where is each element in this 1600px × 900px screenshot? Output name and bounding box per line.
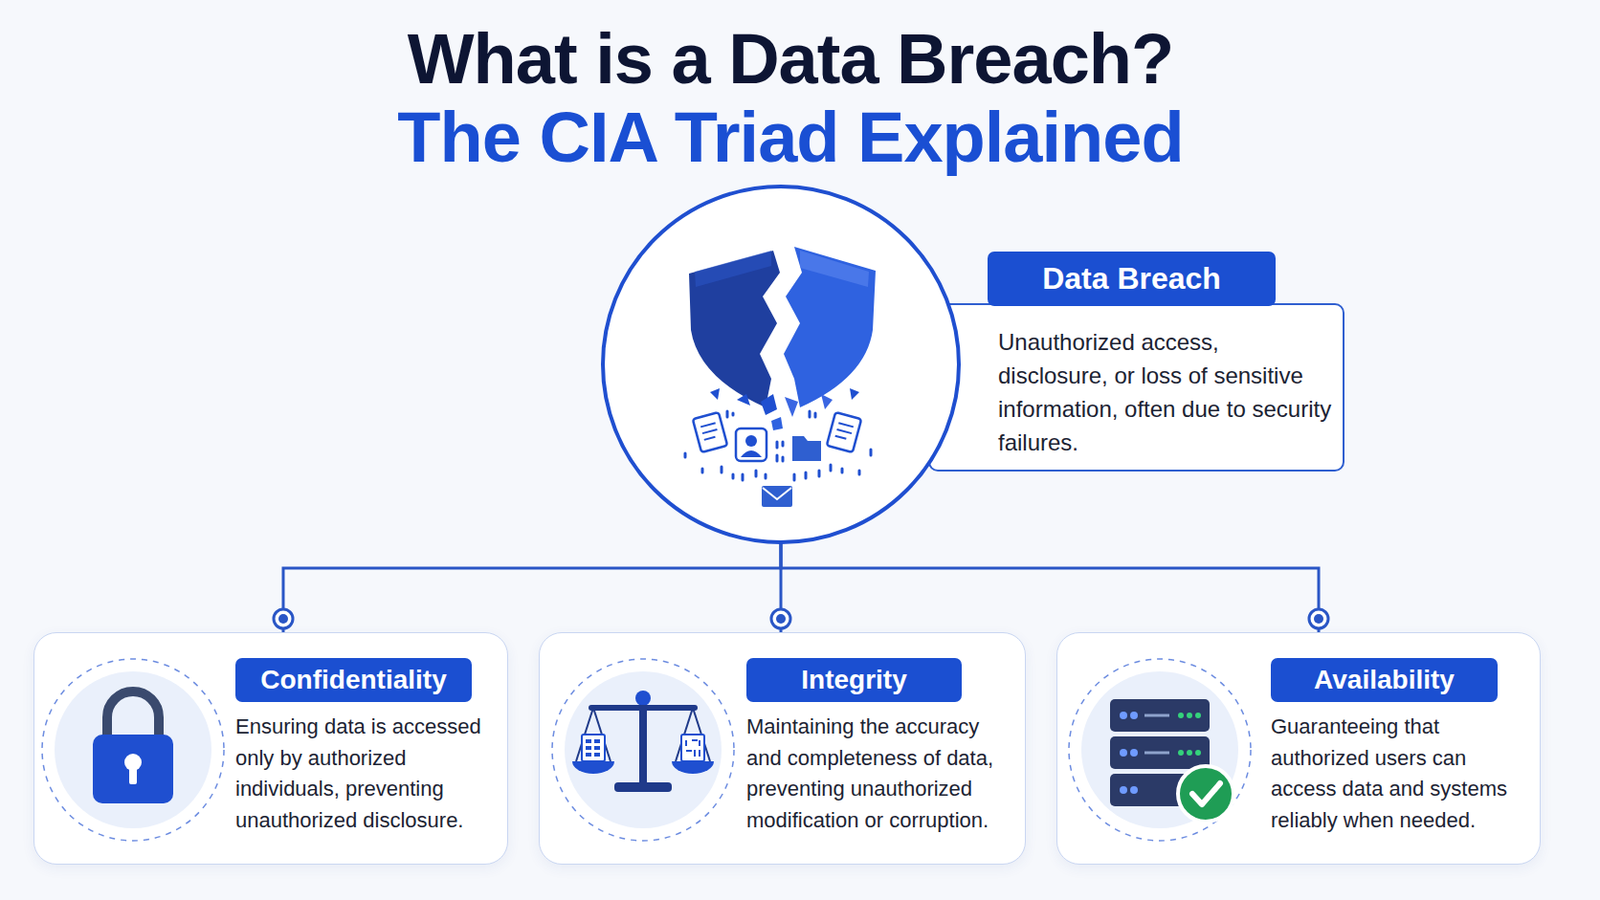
connector-dot [273,609,293,629]
description-text: Unauthorized access, disclosure, or loss… [998,325,1334,460]
connector-dot [1309,609,1329,629]
heading-badge: Confidentiality [235,658,472,703]
connector-line [283,543,781,633]
connector-dot [771,609,791,629]
principle-card: IntegrityMaintaining the accuracy and co… [538,632,1026,866]
connector-dot-core [278,614,289,624]
connector-dot-core [776,614,786,624]
connector-line [780,543,1319,633]
page-subtitle: The CIA Triad Explained [0,99,1581,177]
breach-definition-node: Data BreachUnauthorized access, disclosu… [601,185,1345,544]
principle-card: ConfidentialityEnsuring data is accessed… [33,632,509,866]
connector-dot-core [1313,614,1324,624]
description-text: Guaranteeing that authorized users can a… [1270,711,1530,837]
broken-shield-illustration [602,186,959,543]
description-text: Ensuring data is accessed only by author… [235,711,496,837]
connector [273,543,781,633]
principle-card: AvailabilityGuaranteeing that authorized… [1056,632,1541,866]
heading-badge: Data Breach [987,251,1276,307]
heading-badge: Availability [1270,658,1498,703]
page-title: What is a Data Breach? [0,21,1581,98]
heading-badge: Integrity [746,658,962,703]
description-text: Maintaining the accuracy and completenes… [746,711,1010,837]
connector [780,543,1329,633]
